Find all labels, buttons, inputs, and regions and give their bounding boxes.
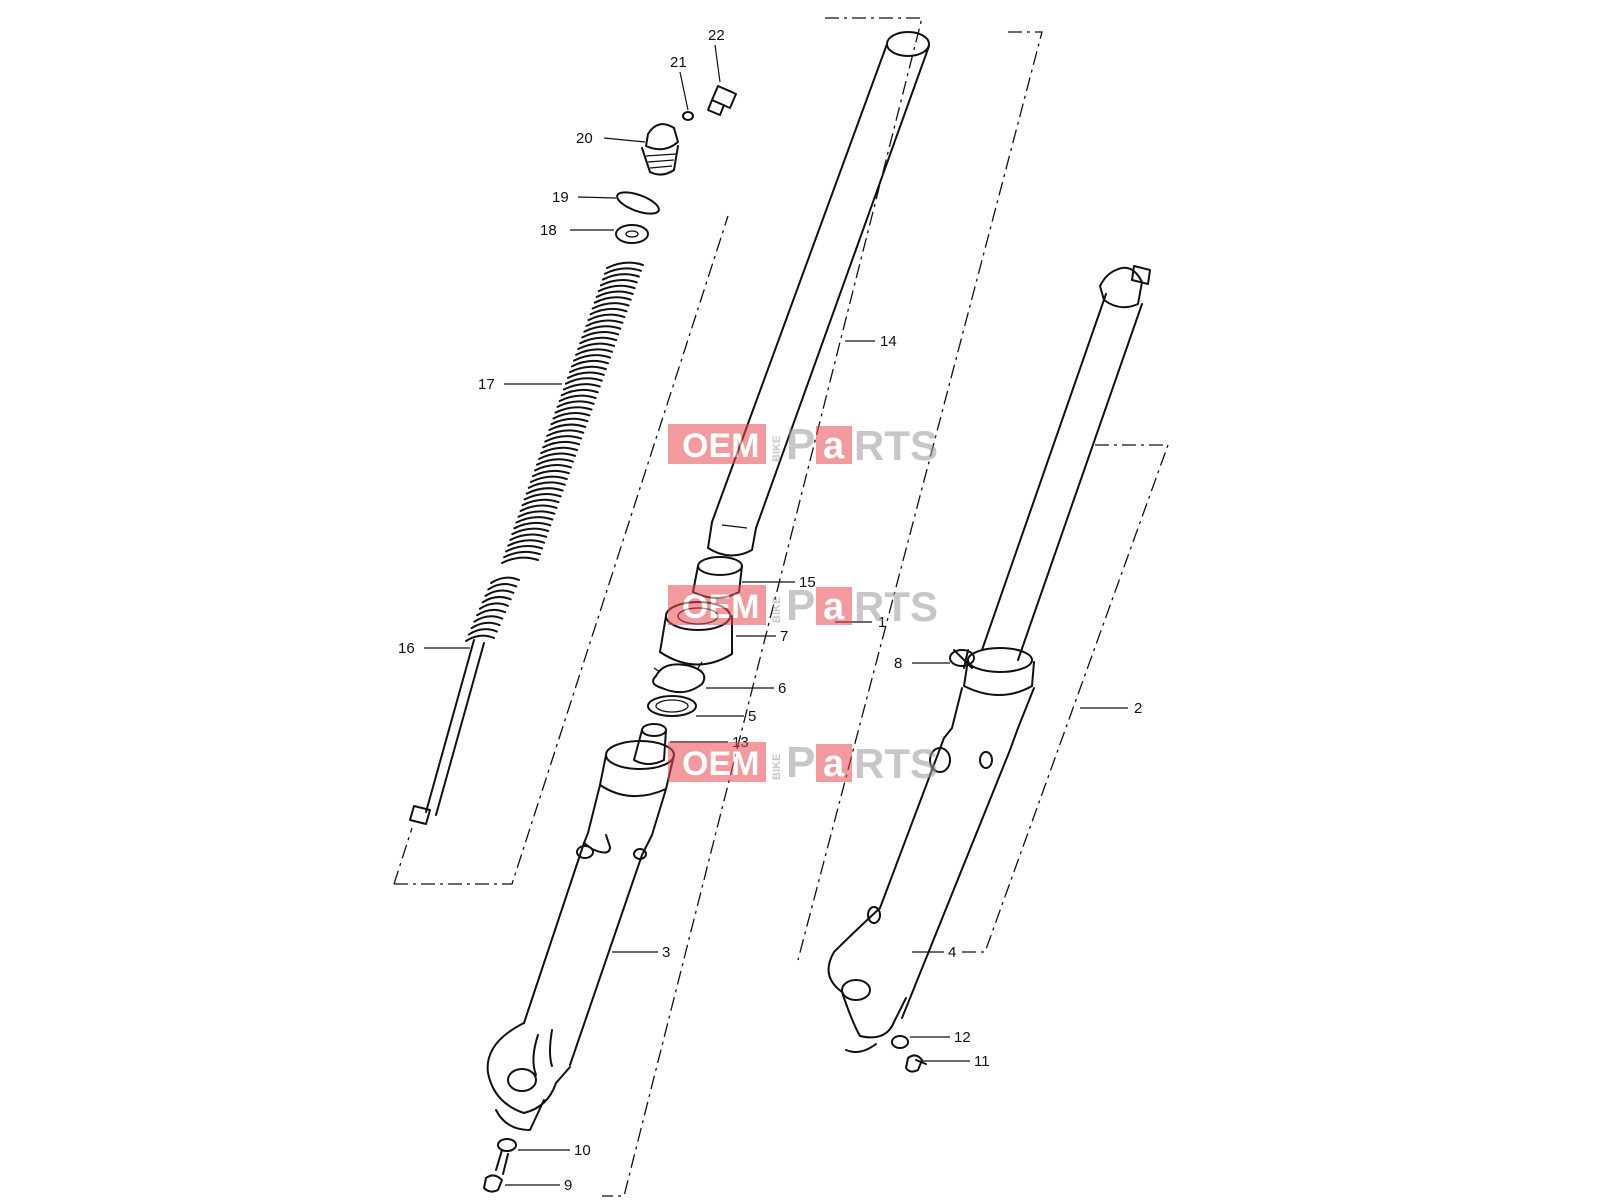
part-6-stopper-ring <box>652 661 706 694</box>
watermark-a-text: a <box>823 425 845 467</box>
callout-15: 15 <box>799 574 816 591</box>
callout-21: 21 <box>670 54 687 71</box>
callout-1: 1 <box>878 614 886 631</box>
watermark-a-text: a <box>823 586 845 628</box>
callout-17: 17 <box>478 376 495 393</box>
part-4-outer-tube <box>827 687 1035 1053</box>
part-9-bolt <box>483 1149 509 1193</box>
watermark-rts-text: RTS <box>854 583 938 630</box>
part-5-seal-spacer <box>647 695 697 717</box>
part-14-inner-tube <box>707 31 930 557</box>
watermark-rts-text: RTS <box>854 422 938 469</box>
part-18-washer <box>615 224 649 244</box>
callout-6: 6 <box>778 680 786 697</box>
watermark-rts-text: RTS <box>854 740 938 787</box>
left-fork-internals <box>409 85 737 825</box>
watermark-a-text: a <box>823 743 845 785</box>
callout-12: 12 <box>954 1029 971 1046</box>
callout-3: 3 <box>662 944 670 961</box>
right-fork-assembly <box>827 265 1151 1073</box>
part-11-drain-screw <box>905 1054 927 1073</box>
callout-22: 22 <box>708 27 725 44</box>
watermark-p-text: P <box>786 738 815 787</box>
part-20-cap-bolt <box>641 123 679 176</box>
watermark-oem-box <box>668 424 766 464</box>
part-17-spring <box>501 261 644 564</box>
callout-labels: 22 21 20 19 18 17 16 14 15 1 7 6 5 13 3 … <box>398 27 1142 1194</box>
callout-20: 20 <box>576 130 593 147</box>
watermark-bike-text: BIKE <box>771 436 783 462</box>
watermark-bike-text: BIKE <box>771 597 783 623</box>
watermark-a-box <box>816 587 852 625</box>
part-10-washer <box>497 1138 517 1152</box>
part-2-inner-tube <box>981 293 1107 651</box>
bracket-assembly-16b <box>393 827 413 885</box>
watermark-a-box <box>816 744 852 782</box>
part-12-washer <box>891 1035 909 1049</box>
part-22-air-valve <box>707 85 737 116</box>
watermark-oem-box <box>668 585 766 625</box>
callout-9: 9 <box>564 1177 572 1194</box>
bracket-assembly-14 <box>797 31 1043 961</box>
part-8-boot-clamp <box>949 649 975 669</box>
callout-19: 19 <box>552 189 569 206</box>
callout-16: 16 <box>398 640 415 657</box>
center-fork-assembly <box>483 31 930 1193</box>
callout-4: 4 <box>948 944 956 961</box>
watermark-oem-text: OEM <box>682 588 759 626</box>
watermark-bike-text: BIKE <box>771 754 783 780</box>
callout-10: 10 <box>574 1142 591 1159</box>
watermark-p-text: P <box>786 420 815 469</box>
callout-7: 7 <box>780 628 788 645</box>
callout-2: 2 <box>1134 700 1142 717</box>
assembly-brackets <box>393 17 1169 1197</box>
watermark-oem-text: OEM <box>682 745 759 783</box>
callout-18: 18 <box>540 222 557 239</box>
watermark-oem-box <box>668 742 766 782</box>
bracket-assembly-1 <box>602 17 923 1197</box>
watermark-oem-text: OEM <box>682 427 759 465</box>
part-19-o-ring <box>616 191 660 215</box>
bracket-assembly-16 <box>394 215 729 885</box>
callout-14: 14 <box>880 333 897 350</box>
part-13-oil-lock-piece <box>633 723 667 765</box>
watermark-p-text: P <box>786 581 815 630</box>
part-21-o-ring <box>682 111 694 121</box>
bracket-assembly-2 <box>960 444 1169 953</box>
part-3-outer-tube <box>486 740 675 1131</box>
part-16-damper-rod <box>409 576 520 825</box>
callout-5: 5 <box>748 708 756 725</box>
callout-11: 11 <box>974 1053 990 1070</box>
callout-8: 8 <box>894 655 902 672</box>
watermark-a-box <box>816 426 852 464</box>
